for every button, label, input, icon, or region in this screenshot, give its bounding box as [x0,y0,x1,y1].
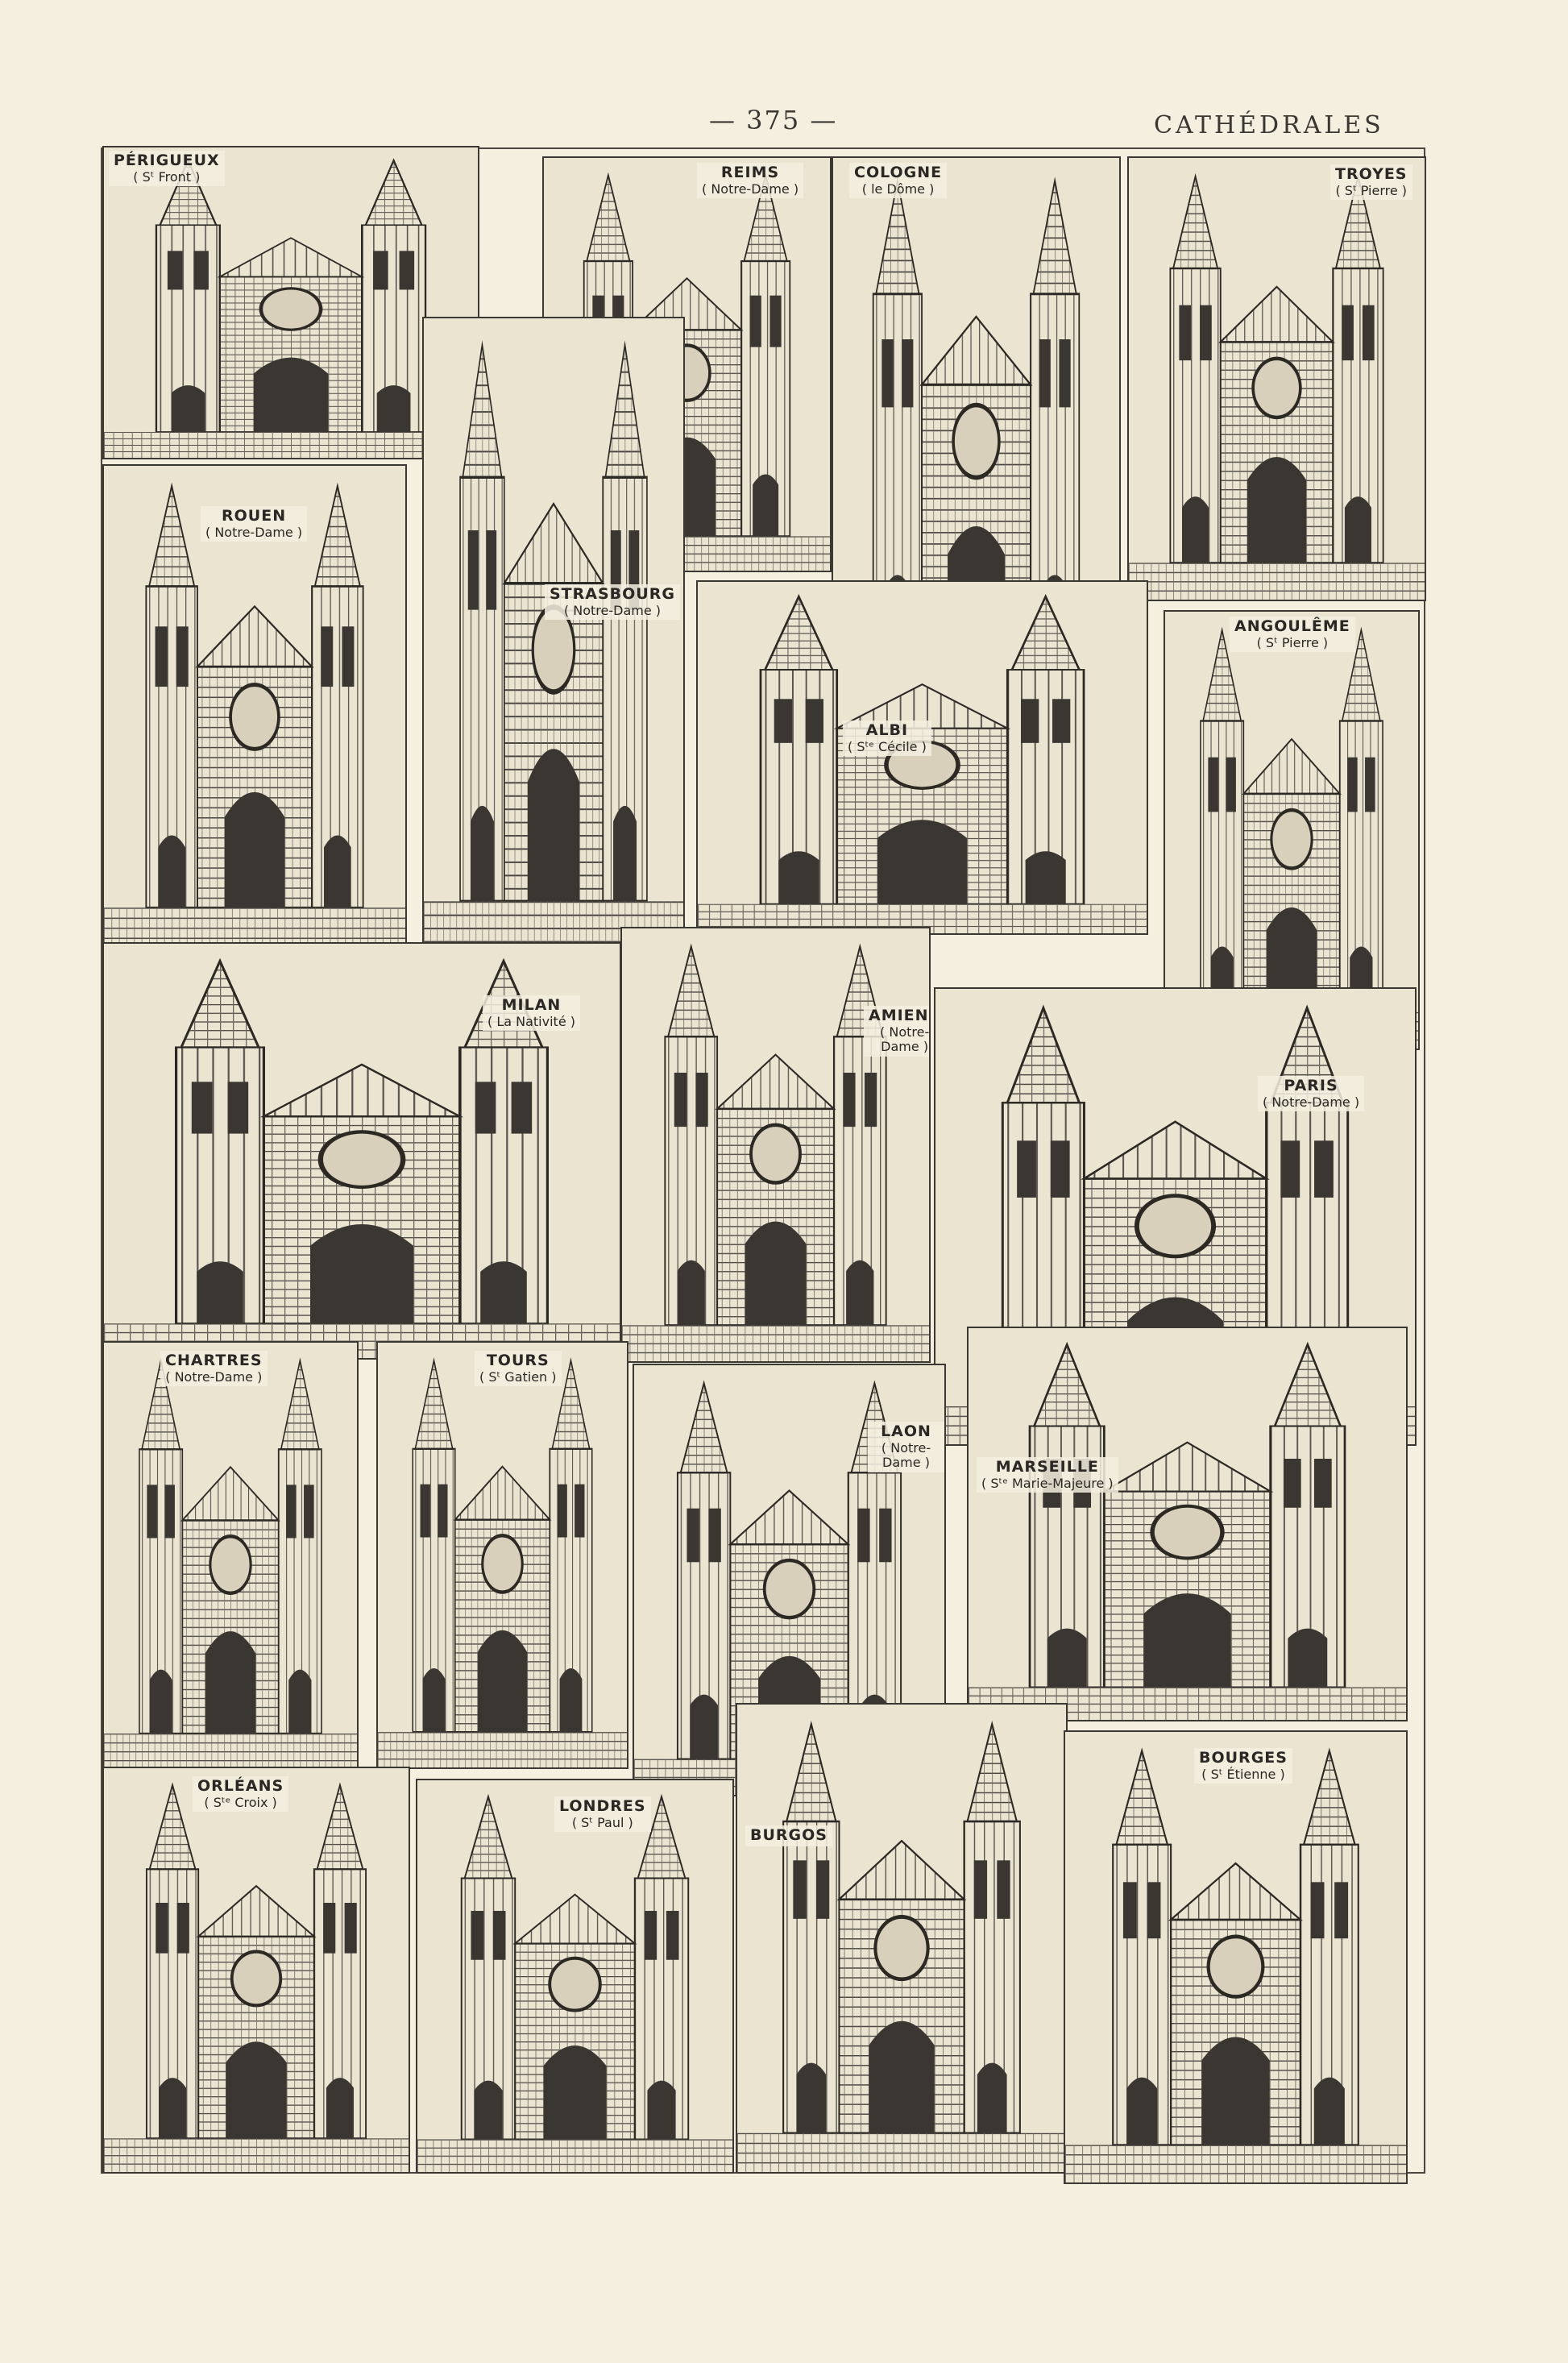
cathedral-engraving [1065,1732,1406,2182]
cathedral-caption: AMIENS ( Notre-Dame ) [864,1006,930,1057]
cathedral-dedication: ( Sᵗᵉ Marie-Majeure ) [981,1475,1114,1491]
cathedral-dedication: ( Notre-Dame ) [205,524,303,540]
cathedral-dedication: ( Sᵗ Pierre ) [1335,182,1408,198]
cathedral-engraving [737,1705,1066,2172]
cathedral-plate-troyes: TROYES ( Sᵗ Pierre ) [1127,156,1426,601]
cathedral-caption: PARIS ( Notre-Dame ) [1258,1076,1365,1112]
cathedral-dedication: ( La Nativité ) [487,1013,575,1029]
cathedral-dedication: ( Sᵗ Front ) [133,168,201,185]
cathedral-city: ORLÉANS [197,1777,284,1795]
cathedral-city: CHARTRES [165,1352,263,1369]
cathedral-city: STRASBOURG [550,585,675,603]
cathedral-caption: ANGOULÊME ( Sᵗ Pierre ) [1230,617,1355,653]
cathedral-city: BOURGES [1199,1749,1288,1767]
cathedral-dedication: ( Notre-Dame ) [563,602,662,618]
cathedral-caption: LONDRES ( Sᵗ Paul ) [554,1796,651,1833]
cathedral-plate-orléans: ORLÉANS ( Sᵗᵉ Croix ) [102,1767,410,2174]
cathedral-plate-albi: ALBI ( Sᵗᵉ Cécile ) [696,580,1148,935]
cathedral-dedication: ( Notre-Dame ) [702,181,799,197]
cathedral-city: ANGOULÊME [1234,617,1350,635]
cathedral-city: PÉRIGUEUX [114,152,220,169]
cathedral-caption: STRASBOURG ( Notre-Dame ) [545,584,680,621]
cathedral-engraving [424,318,683,954]
cathedral-plate-milan: MILAN ( La Nativité ) [102,942,621,1360]
cathedral-dedication: ( Sᵗᵉ Croix ) [204,1794,277,1810]
cathedral-city: ALBI [865,721,909,739]
cathedral-engraving [104,1343,357,1769]
cathedral-caption: TOURS ( Sᵗ Gatien ) [475,1351,562,1387]
cathedral-engraving [622,928,929,1361]
cathedral-engraving [378,1343,627,1767]
cathedral-city: TOURS [486,1352,550,1369]
cathedral-caption: MILAN ( La Nativité ) [483,995,580,1032]
cathedral-dedication: ( Sᵗ Pierre ) [1256,634,1329,650]
cathedral-dedication: ( Notre-Dame ) [880,1024,930,1055]
cathedral-caption: CHARTRES ( Notre-Dame ) [160,1351,268,1387]
cathedral-city: ROUEN [222,507,287,525]
cathedral-engraving [417,1780,732,2172]
running-header: CATHÉDRALES [1154,111,1384,139]
cathedral-engraving [969,1328,1406,1720]
cathedral-caption: BURGOS [745,1825,832,1846]
cathedral-plate-bourges: BOURGES ( Sᵗ Étienne ) [1064,1730,1408,2184]
cathedral-caption: PÉRIGUEUX ( Sᵗ Front ) [109,151,225,187]
cathedral-dedication: ( Sᵗ Étienne ) [1201,1766,1285,1782]
cathedral-plate-strasbourg: STRASBOURG ( Notre-Dame ) [422,317,685,956]
cathedral-city: MILAN [501,996,562,1014]
cathedral-dedication: ( Notre-Dame ) [1263,1094,1360,1110]
cathedral-caption: ALBI ( Sᵗᵉ Cécile ) [843,721,931,757]
cathedral-city: REIMS [720,164,780,181]
cathedral-caption: COLOGNE ( le Dôme ) [849,163,948,199]
cathedral-plate-tours: TOURS ( Sᵗ Gatien ) [376,1341,628,1769]
cathedral-plate-londres: LONDRES ( Sᵗ Paul ) [416,1779,734,2174]
cathedral-city: LONDRES [559,1797,646,1815]
cathedral-engraving [1165,612,1418,1049]
cathedral-engraving [1129,158,1425,600]
cathedral-caption: BOURGES ( Sᵗ Étienne ) [1194,1748,1292,1784]
cathedral-caption: REIMS ( Notre-Dame ) [697,163,804,199]
cathedral-plate-burgos: BURGOS [736,1703,1068,2174]
cathedral-city: AMIENS [869,1007,929,1024]
cathedral-caption: LAON ( Notre-Dame ) [868,1422,944,1472]
cathedral-caption: ROUEN ( Notre-Dame ) [201,506,308,542]
cathedral-plate-angoulême: ANGOULÊME ( Sᵗ Pierre ) [1164,610,1420,1050]
cathedral-dedication: ( Sᵗ Gatien ) [479,1368,557,1385]
cathedral-dedication: ( Notre-Dame ) [165,1368,263,1385]
cathedral-engraving [104,1768,409,2172]
cathedral-engraving [698,582,1147,933]
cathedral-city: LAON [881,1422,931,1440]
cathedral-caption: MARSEILLE ( Sᵗᵉ Marie-Majeure ) [977,1457,1118,1493]
cathedral-city: TROYES [1335,165,1408,183]
cathedral-caption: TROYES ( Sᵗ Pierre ) [1330,164,1412,201]
cathedral-plate-chartres: CHARTRES ( Notre-Dame ) [102,1341,359,1771]
cathedral-city: BURGOS [750,1826,828,1844]
cathedral-dedication: ( Notre-Dame ) [881,1439,931,1471]
cathedral-plate-périgueux: PÉRIGUEUX ( Sᵗ Front ) [102,146,479,459]
cathedral-dedication: ( Sᵗ Paul ) [571,1814,633,1830]
cathedral-city: COLOGNE [854,164,943,181]
cathedral-plate-marseille: MARSEILLE ( Sᵗᵉ Marie-Majeure ) [967,1327,1408,1721]
cathedral-dedication: ( le Dôme ) [861,181,935,197]
cathedral-plate-rouen: ROUEN ( Notre-Dame ) [102,464,407,949]
cathedral-dedication: ( Sᵗᵉ Cécile ) [848,738,927,754]
page-number: — 375 — [709,105,838,135]
cathedral-caption: ORLÉANS ( Sᵗᵉ Croix ) [193,1776,289,1813]
cathedral-city: PARIS [1284,1077,1338,1094]
cathedral-city: MARSEILLE [995,1458,1099,1476]
cathedral-plate-amiens: AMIENS ( Notre-Dame ) [620,927,931,1363]
